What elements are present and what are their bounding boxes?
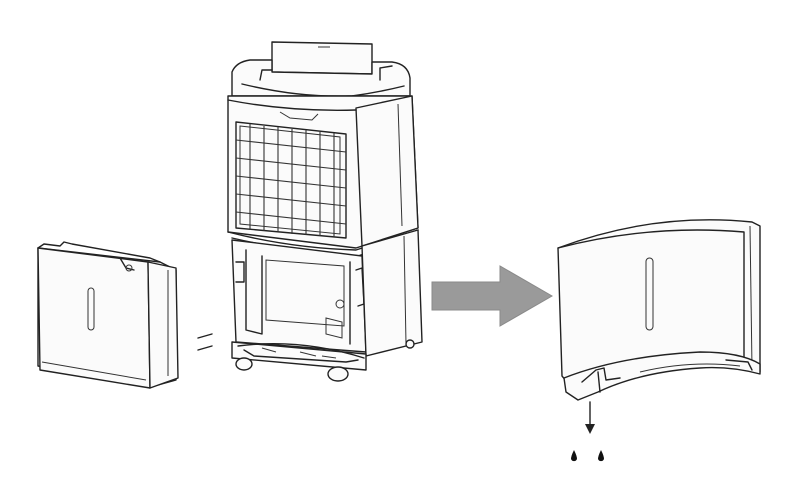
water-drop-icon [598, 450, 604, 462]
tank-level-window [87, 287, 95, 331]
dehumidifier-unit [227, 41, 423, 382]
emptying-water-tank [557, 219, 761, 462]
tank-cavity [231, 239, 367, 353]
slide-out-motion-marks [197, 333, 213, 351]
caster-wheels [235, 339, 415, 382]
removed-water-tank [37, 241, 179, 389]
base-tray [231, 341, 367, 371]
tank-level-window-right [645, 257, 654, 331]
air-intake-grille [235, 121, 347, 239]
process-arrow [431, 265, 554, 327]
water-drops [571, 450, 604, 462]
water-drop-icon [571, 450, 577, 462]
pour-direction-arrow [585, 401, 595, 434]
